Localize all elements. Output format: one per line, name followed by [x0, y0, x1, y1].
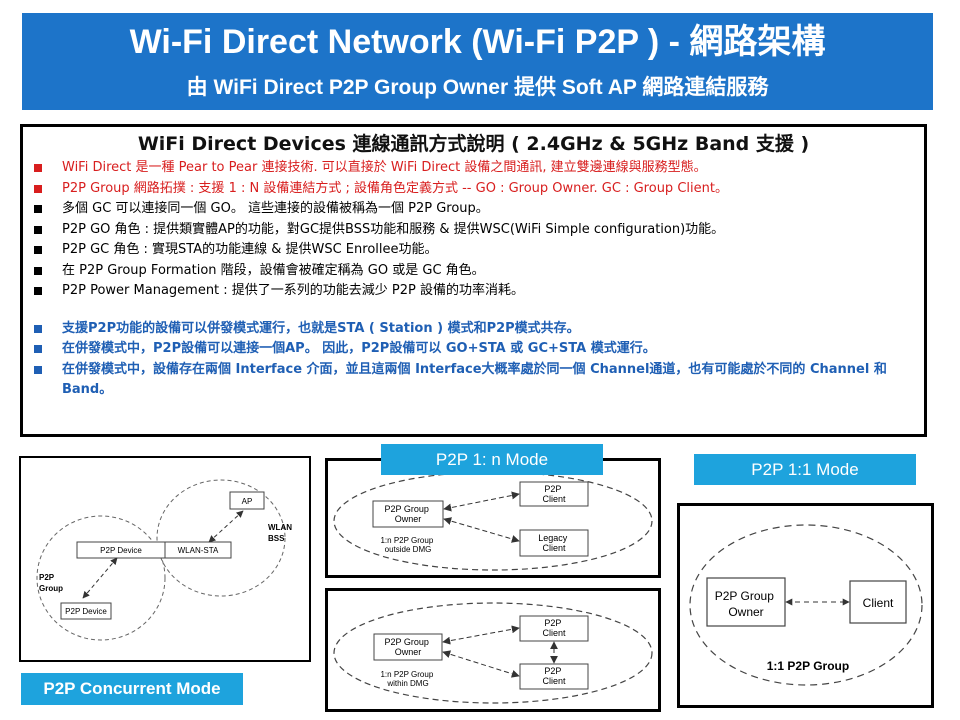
group-owner-label-within: P2P Group Owner: [385, 637, 432, 657]
client-node-1to1: [849, 580, 907, 624]
wlan-bss-circle: [156, 479, 286, 597]
wlan-sta-node: [164, 541, 232, 559]
dmg-within-ellipse: [333, 602, 653, 704]
bullet-list: WiFi Direct 是一種 Pear to Pear 連接技術. 可以直接於…: [23, 158, 924, 401]
group-owner-within-line2: Owner: [395, 647, 422, 657]
within-dmg-caption-line1: 1:n P2P Group: [380, 670, 433, 679]
legacy-client-label-line1: Legacy: [538, 533, 568, 543]
group-owner-label-1to1: P2P Group Owner: [715, 589, 778, 619]
client-top-line1: P2P: [544, 618, 561, 628]
p2p-client-top-label: P2P Client: [542, 618, 566, 638]
client-bottom-line1: P2P: [544, 666, 561, 676]
one-to-one-owner-line1: P2P Group: [715, 589, 774, 603]
p2p-client-node-top: [519, 615, 589, 642]
within-dmg-caption: 1:n P2P Group within DMG: [380, 670, 435, 688]
outside-dmg-caption-line2: outside DMG: [385, 545, 432, 554]
one-to-one-diagram: P2P Group Owner Client 1:1 P2P Group: [689, 524, 923, 686]
ap-node: [229, 491, 265, 510]
bullet-square-icon: [34, 266, 42, 275]
owner-client-bottom-link: [442, 650, 520, 678]
one-to-one-caption: 1:1 P2P Group: [767, 659, 849, 673]
bullet-item: P2P Group 網路拓撲 : 支援 1 : N 設備連結方式 ; 設備角色定…: [34, 179, 914, 200]
p2p-client-label-line1: P2P: [544, 484, 561, 494]
legacy-client-label: Legacy Client: [538, 533, 570, 553]
concurrent-mode-diagram: AP WLAN BSS P2P Device WLAN-STA P2P Grou…: [36, 479, 294, 641]
bullet-item: P2P GC 角色 : 實現STA的功能連線 & 提供WSC Enrollee功…: [34, 240, 914, 261]
p2p-client-label-line2: Client: [542, 494, 566, 504]
bullet-square-icon: [34, 225, 42, 234]
group-owner-label: P2P Group Owner: [385, 504, 432, 524]
one-to-one-ellipse: [689, 524, 923, 686]
within-dmg-caption-line2: within DMG: [386, 679, 428, 688]
p2p-device-link: [82, 557, 118, 599]
bullet-square-icon: [34, 184, 42, 193]
wlan-sta-label: WLAN-STA: [178, 546, 219, 555]
outside-dmg-caption: 1:n P2P Group outside DMG: [380, 536, 435, 554]
ap-label: AP: [242, 497, 253, 506]
bullet-item: WiFi Direct 是一種 Pear to Pear 連接技術. 可以直接於…: [34, 158, 914, 179]
p2p-group-label-line2: Group: [39, 584, 63, 593]
group-owner-node-within: [373, 633, 443, 661]
p2p-client-node-bottom: [519, 663, 589, 690]
bullet-square-icon: [34, 345, 42, 353]
bullet-item: P2P Power Management : 提供了一系列的功能去減少 P2P …: [34, 281, 914, 302]
concurrent-mode-panel: AP WLAN BSS P2P Device WLAN-STA P2P Grou…: [19, 456, 311, 662]
bullet-item: P2P GO 角色 : 提供類實體AP的功能，對GC提供BSS功能和服務 & 提…: [34, 220, 914, 241]
client-top-line2: Client: [542, 628, 566, 638]
p2p-group-circle: [36, 515, 166, 641]
p2p-device-node-bottom: [60, 602, 112, 620]
outside-dmg-caption-line1: 1:n P2P Group: [380, 536, 433, 545]
page-title: Wi-Fi Direct Network (Wi-Fi P2P ) - 網路架構: [129, 23, 826, 61]
client-label-1to1: Client: [863, 596, 894, 610]
bullet-square-icon: [34, 287, 42, 295]
wlan-bss-label-line1: WLAN: [268, 523, 292, 532]
bullet-item: 在 P2P Group Formation 階段，設備會被確定稱為 GO 或是 …: [34, 261, 914, 282]
one-to-n-mode-label: P2P 1: n Mode: [381, 444, 603, 475]
page-subtitle: 由 WiFi Direct P2P Group Owner 提供 Soft AP…: [186, 76, 769, 99]
one-to-n-within-diagram: P2P Group Owner P2P Client P2P Client 1:…: [333, 602, 653, 704]
owner-legacy-link: [443, 517, 520, 543]
bullet-square-icon: [34, 164, 42, 172]
one-to-one-owner-line2: Owner: [728, 605, 763, 619]
group-owner-node-1to1: [706, 577, 786, 627]
one-to-one-mode-label: P2P 1:1 Mode: [694, 454, 916, 485]
p2p-client-node: [519, 481, 589, 507]
wlan-bss-label: WLAN BSS: [268, 523, 294, 543]
owner-client-link: [443, 491, 520, 512]
bullet-item: 多個 GC 可以連接同一個 GO。 這些連接的設備被稱為一個 P2P Group…: [34, 199, 914, 220]
title-banner: Wi-Fi Direct Network (Wi-Fi P2P ) - 網路架構…: [22, 13, 933, 110]
one-to-n-outside-diagram: P2P Group Owner P2P Client Legacy Client…: [333, 471, 653, 571]
legacy-client-node: [519, 529, 589, 557]
bullet-square-icon: [34, 205, 42, 213]
owner-client-top-link: [442, 625, 520, 645]
one-to-one-panel: P2P Group Owner Client 1:1 P2P Group: [677, 503, 934, 708]
bullet-item: 支援P2P功能的設備可以併發模式運行，也就是STA ( Station ) 模式…: [34, 319, 914, 340]
p2p-device-label-top: P2P Device: [100, 546, 142, 555]
one-to-n-outside-panel: P2P Group Owner P2P Client Legacy Client…: [325, 458, 661, 578]
p2p-group-label-line1: P2P: [39, 573, 55, 582]
concurrent-mode-label: P2P Concurrent Mode: [21, 673, 243, 705]
p2p-device-label-bottom: P2P Device: [65, 607, 107, 616]
p2p-client-label: P2P Client: [542, 484, 566, 504]
one-to-n-within-panel: P2P Group Owner P2P Client P2P Client 1:…: [325, 588, 661, 712]
client-bottom-line2: Client: [542, 676, 566, 686]
group-owner-label-line2: Owner: [395, 514, 422, 524]
wlan-bss-label-line2: BSS: [268, 534, 285, 543]
description-heading: WiFi Direct Devices 連線通訊方式說明 ( 2.4GHz & …: [137, 133, 810, 155]
bullet-item: 在併發模式中，P2P設備可以連接一個AP。 因此，P2P設備可以 GO+STA …: [34, 339, 914, 360]
sta-ap-link: [208, 510, 244, 543]
bullet-item: 在併發模式中，設備存在兩個 Interface 介面，並且這兩個 Interfa…: [34, 360, 914, 401]
group-owner-node: [372, 500, 444, 528]
bullet-square-icon: [34, 365, 42, 374]
group-owner-label-line1: P2P Group: [385, 504, 429, 514]
p2p-client-bottom-label: P2P Client: [542, 666, 566, 686]
legacy-client-label-line2: Client: [542, 543, 566, 553]
group-owner-within-line1: P2P Group: [385, 637, 429, 647]
p2p-group-label: P2P Group: [39, 573, 63, 593]
description-box: WiFi Direct Devices 連線通訊方式說明 ( 2.4GHz & …: [20, 124, 927, 437]
bullet-square-icon: [34, 246, 42, 254]
bullet-square-icon: [34, 324, 42, 333]
